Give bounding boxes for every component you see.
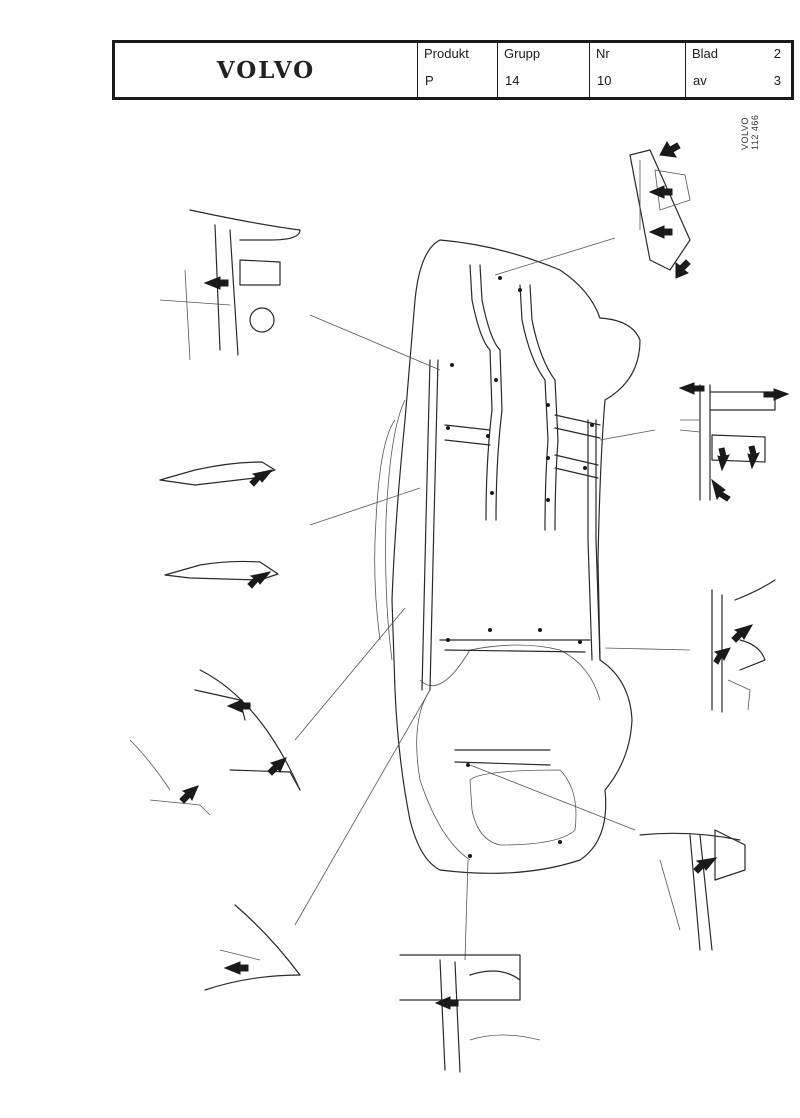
arrow-icon bbox=[713, 647, 731, 665]
arrow-icon bbox=[247, 571, 272, 589]
detail-bottom-left bbox=[204, 904, 301, 991]
arrow-icon bbox=[648, 185, 673, 199]
detail-top-left bbox=[159, 209, 301, 361]
arrow-icon bbox=[223, 961, 249, 975]
arrow-icon bbox=[179, 785, 199, 804]
frame-rails bbox=[421, 264, 601, 766]
detail-right-lower bbox=[711, 579, 776, 713]
produkt-label: Produkt bbox=[424, 46, 469, 61]
arrow-icon bbox=[711, 478, 731, 502]
arrow-icon bbox=[648, 225, 673, 239]
detail-left-lower bbox=[129, 669, 301, 816]
title-block: VOLVO Produkt P Grupp 14 Nr 10 Blad 2 av… bbox=[112, 40, 794, 100]
logo-cell: VOLVO bbox=[115, 43, 417, 97]
arrow-icon bbox=[267, 757, 287, 776]
detail-top-right bbox=[629, 149, 691, 271]
volvo-logo: VOLVO bbox=[216, 56, 316, 84]
av-label: av bbox=[693, 73, 707, 88]
arrows bbox=[179, 140, 790, 1010]
grupp-cell: Grupp 14 bbox=[497, 43, 589, 97]
nr-label: Nr bbox=[596, 46, 610, 61]
body-markers bbox=[446, 276, 594, 858]
detail-bottom-center bbox=[399, 954, 541, 1073]
leader-lines bbox=[294, 237, 691, 961]
blad-cell: Blad 2 av 3 bbox=[685, 43, 791, 97]
arrow-icon bbox=[226, 699, 251, 713]
detail-bottom-right bbox=[639, 829, 746, 951]
arrow-icon bbox=[434, 996, 459, 1010]
av-value: 3 bbox=[773, 73, 781, 88]
grupp-value: 14 bbox=[505, 73, 520, 88]
grupp-label: Grupp bbox=[504, 46, 541, 61]
blad-value: 2 bbox=[773, 46, 781, 61]
arrow-icon bbox=[203, 276, 229, 290]
produkt-value: P bbox=[425, 73, 434, 88]
nr-value: 10 bbox=[597, 73, 612, 88]
produkt-cell: Produkt P bbox=[417, 43, 497, 97]
arrow-icon bbox=[249, 469, 274, 487]
arrow-icon bbox=[763, 388, 790, 401]
arrow-icon bbox=[678, 382, 705, 395]
nr-cell: Nr 10 bbox=[589, 43, 685, 97]
blad-label: Blad bbox=[692, 46, 719, 61]
arrow-icon bbox=[693, 857, 718, 874]
arrow-icon bbox=[717, 447, 730, 472]
arrow-icon bbox=[747, 445, 760, 470]
arrow-icon bbox=[675, 259, 691, 279]
arrow-icon bbox=[659, 140, 681, 158]
arrow-icon bbox=[731, 624, 754, 643]
car-body-outline bbox=[374, 239, 641, 874]
detail-right-middle bbox=[679, 384, 776, 501]
